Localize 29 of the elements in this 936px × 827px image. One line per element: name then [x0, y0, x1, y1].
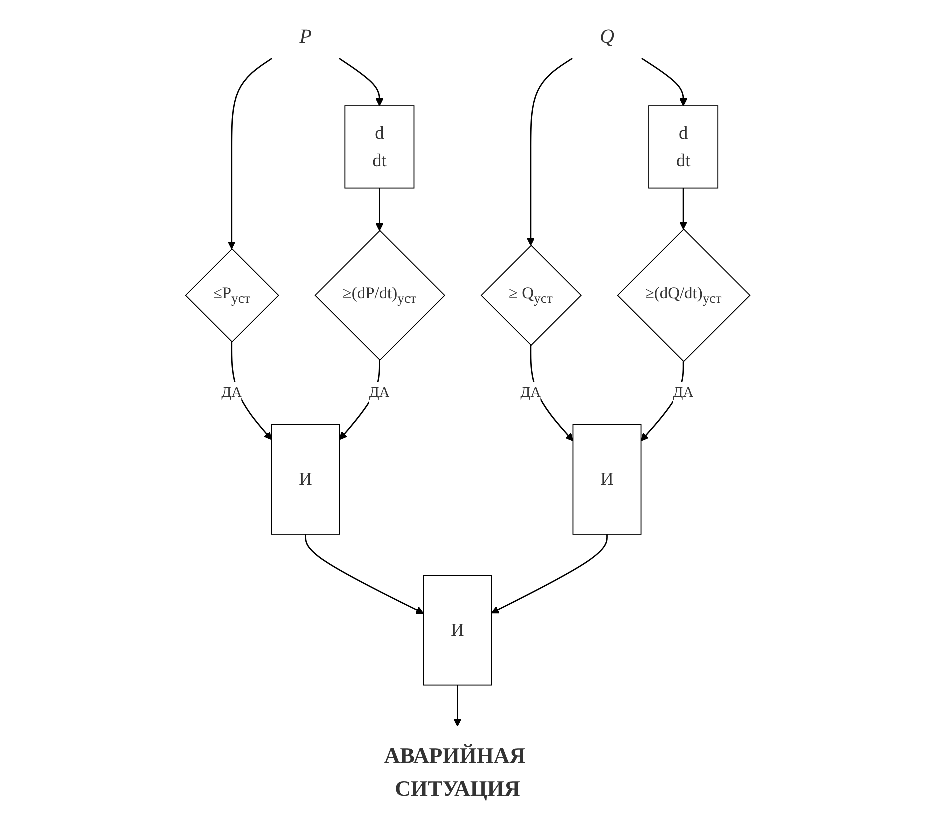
arrow	[491, 534, 608, 614]
node-box: И	[271, 424, 340, 535]
node-box: И	[423, 575, 492, 686]
node-diamond: ≥(dP/dt)$_{уст}$	[314, 230, 446, 361]
arrow	[376, 188, 384, 232]
arrow	[231, 342, 272, 440]
arrow	[305, 534, 424, 614]
edge-label: ДА	[673, 385, 694, 401]
arrow	[680, 188, 688, 230]
arrow	[338, 58, 384, 106]
edge-label: ДА	[369, 385, 390, 401]
arrow	[642, 58, 688, 106]
arrow	[339, 360, 380, 440]
arrow	[640, 362, 684, 442]
node-text: Q	[600, 24, 615, 48]
arrow	[530, 346, 574, 442]
node-text: P	[300, 24, 312, 48]
node-diamond: ≥ Q$_{уст}$	[480, 245, 582, 346]
edge-label: ДА	[520, 385, 542, 401]
node-diamond: ≥(dQ/dt)$_{уст}$	[617, 228, 751, 362]
node-box: И	[572, 424, 642, 535]
arrow	[228, 58, 273, 250]
node-box: d dt	[648, 106, 719, 189]
edge-label: ДА	[222, 385, 242, 401]
arrow	[454, 685, 462, 727]
node-box: d dt	[344, 106, 415, 189]
node-diamond: ≤P$_{уст}$	[185, 248, 280, 343]
arrow	[526, 58, 573, 246]
node-text: АВАРИЙНАЯ СИТУАЦИЯ	[384, 744, 526, 802]
